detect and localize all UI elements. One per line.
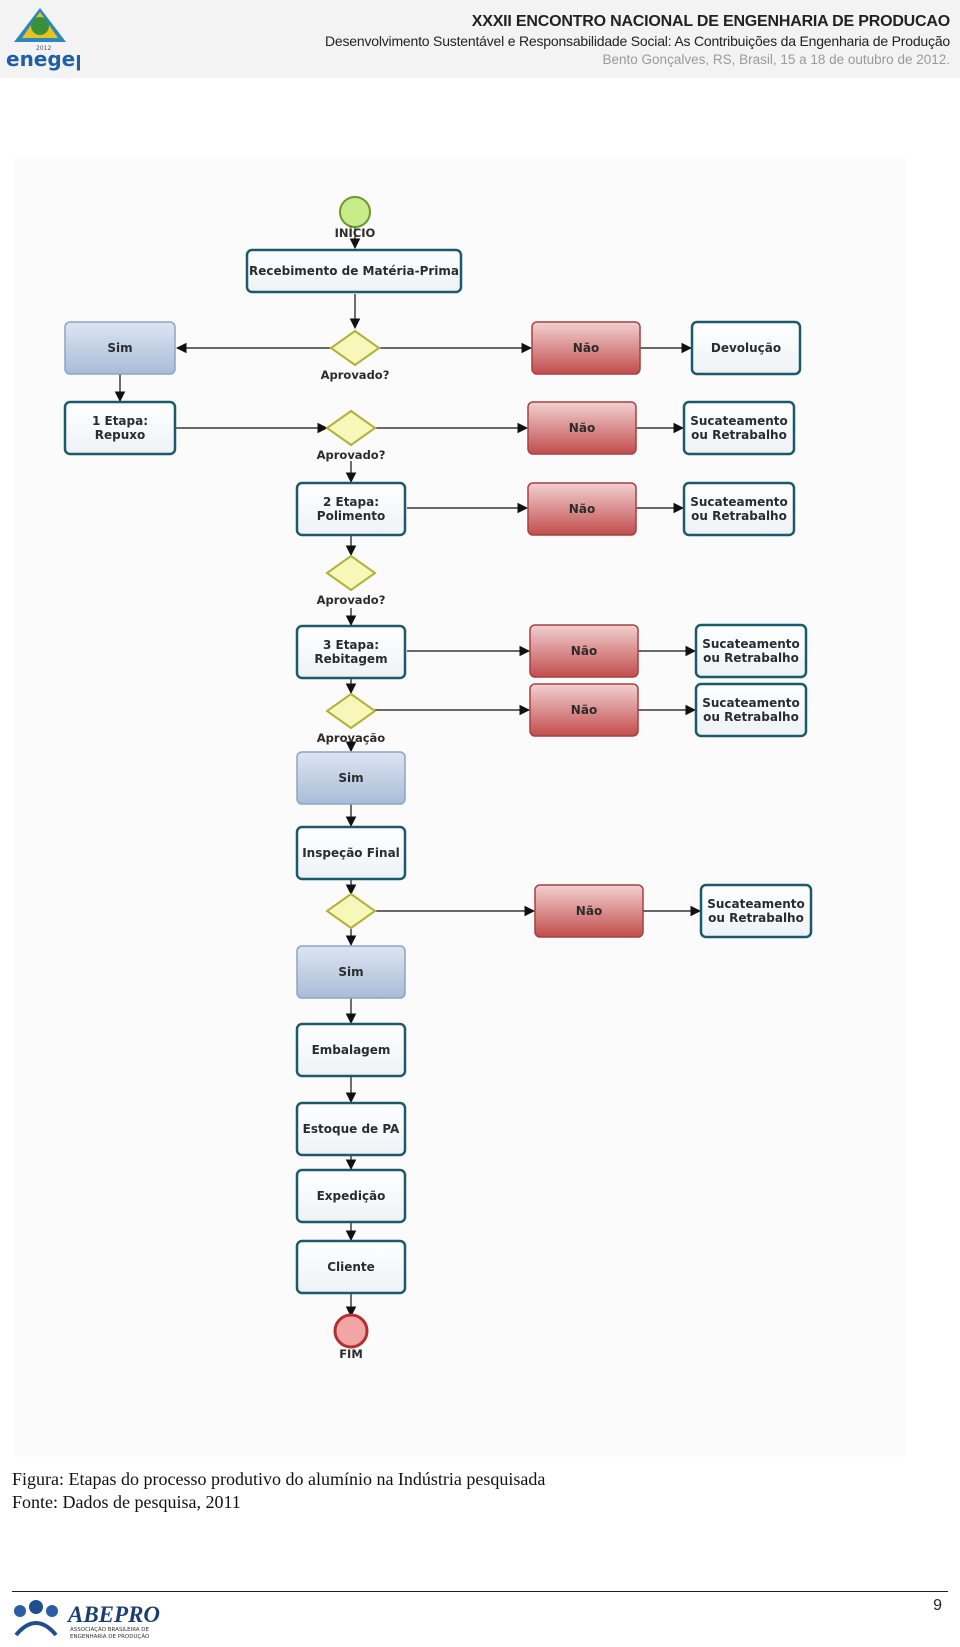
decision-3-label: Aprovado? <box>317 593 386 607</box>
flowchart-figure: INÍCIO Recebimento de Matéria-Prima Apro… <box>15 157 905 1457</box>
abepro-logo: ABEPRO ASSOCIAÇÃO BRASILEIRA DE ENGENHAR… <box>14 1600 160 1640</box>
decision-4-label: Aprovação <box>317 731 386 745</box>
node-nao-6 <box>534 884 644 938</box>
node-shipping-label: Expedição <box>317 1189 386 1203</box>
abepro-wordmark: ABEPRO <box>66 1602 160 1627</box>
node-sim-2 <box>296 751 406 805</box>
node-nao-1 <box>531 321 641 375</box>
flowchart-canvas: INÍCIO Recebimento de Matéria-Prima Apro… <box>63 196 813 1361</box>
end-event <box>333 1313 369 1349</box>
node-shipping <box>295 1168 407 1224</box>
node-nao-5 <box>529 683 639 737</box>
logo-year: 2012 <box>36 45 51 52</box>
abepro-sub-1: ASSOCIAÇÃO BRASILEIRA DE <box>70 1626 150 1633</box>
node-sim-2-label: Sim <box>338 771 363 785</box>
node-nao-3-label: Não <box>569 502 595 516</box>
logo-dot-shape <box>14 1605 26 1617</box>
node-sucata-1-label-b: ou Retrabalho <box>691 428 787 442</box>
node-receive <box>245 248 463 294</box>
decision-5 <box>325 892 377 930</box>
node-nao-2 <box>527 401 637 455</box>
node-sim-3-label: Sim <box>338 965 363 979</box>
node-sim-3 <box>296 945 406 999</box>
node-stock <box>295 1101 407 1157</box>
node-nao-5-label: Não <box>571 703 597 717</box>
logo-arc-shape <box>14 1621 58 1637</box>
node-stage-3-label-a: 3 Etapa: <box>323 638 379 652</box>
node-sucata-3 <box>694 623 808 679</box>
node-sim-1 <box>64 321 176 375</box>
logo-globe-shape <box>31 17 49 35</box>
figure-caption: Figura: Etapas do processo produtivo do … <box>12 1468 545 1514</box>
node-stage-1-label-a: 1 Etapa: <box>92 414 148 428</box>
node-sucata-5-label-a: Sucateamento <box>707 897 805 911</box>
node-sucata-3-label-b: ou Retrabalho <box>703 651 799 665</box>
node-nao-6-label: Não <box>576 904 602 918</box>
node-packaging-label: Embalagem <box>312 1043 391 1057</box>
footer-rule <box>12 1591 948 1592</box>
caption-figure: Figura: Etapas do processo produtivo do … <box>12 1469 546 1489</box>
logo-dot-shape <box>29 1600 43 1614</box>
conference-place: Bento Gonçalves, RS, Brasil, 15 a 18 de … <box>602 52 950 67</box>
decision-3 <box>325 554 377 592</box>
conference-subtitle: Desenvolvimento Sustentável e Responsabi… <box>324 33 950 49</box>
node-devolucao-label: Devolução <box>711 341 781 355</box>
node-client <box>295 1239 407 1295</box>
page-number: 9 <box>933 1597 942 1614</box>
node-sim-1-label: Sim <box>107 341 132 355</box>
logo-wordmark: enegep <box>6 47 80 71</box>
node-sucata-5 <box>699 883 813 939</box>
node-sucata-4 <box>694 682 808 738</box>
enegep-logo: 2012 enegep <box>6 8 80 71</box>
logo-dot-shape <box>46 1605 58 1617</box>
node-nao-4-label: Não <box>571 644 597 658</box>
caption-source: Fonte: Dados de pesquisa, 2011 <box>12 1492 241 1512</box>
node-stage-2-label-b: Polimento <box>317 509 385 523</box>
node-stage-1-label-b: Repuxo <box>95 428 146 442</box>
node-nao-1-label: Não <box>573 341 599 355</box>
node-sucata-2-label-b: ou Retrabalho <box>691 509 787 523</box>
node-sucata-1 <box>682 400 796 456</box>
connectors <box>114 227 702 1318</box>
page-header: 2012 enegep XXXII ENCONTRO NACIONAL DE E… <box>0 0 960 78</box>
node-sucata-3-label-a: Sucateamento <box>702 637 800 651</box>
node-stage-3-label-b: Rebitagem <box>314 652 387 666</box>
node-inspection <box>295 825 407 881</box>
decision-4 <box>325 692 377 730</box>
node-sucata-1-label-a: Sucateamento <box>690 414 788 428</box>
end-label: FIM <box>339 1347 363 1361</box>
node-sucata-4-label-b: ou Retrabalho <box>703 710 799 724</box>
header-text-block: XXXII ENCONTRO NACIONAL DE ENGENHARIA DE… <box>325 12 950 69</box>
decision-2 <box>325 409 377 447</box>
conference-title: XXXII ENCONTRO NACIONAL DE ENGENHARIA DE… <box>471 13 950 30</box>
node-receive-label: Recebimento de Matéria-Prima <box>249 264 459 278</box>
node-client-label: Cliente <box>327 1260 375 1274</box>
node-stage-3 <box>295 624 407 680</box>
node-devolucao <box>690 320 802 376</box>
decision-1 <box>329 329 381 367</box>
start-label: INÍCIO <box>335 225 376 240</box>
start-event <box>339 196 371 228</box>
decision-1-label: Aprovado? <box>321 368 390 382</box>
node-nao-3 <box>527 482 637 536</box>
node-packaging <box>295 1022 407 1078</box>
node-inspection-label: Inspeção Final <box>302 846 400 860</box>
node-stage-2-label-a: 2 Etapa: <box>323 495 379 509</box>
node-sucata-2-label-a: Sucateamento <box>690 495 788 509</box>
node-stage-2 <box>295 481 407 537</box>
node-sucata-5-label-b: ou Retrabalho <box>708 911 804 925</box>
node-sucata-2 <box>682 481 796 537</box>
node-nao-4 <box>529 624 639 678</box>
node-stock-label: Estoque de PA <box>303 1122 400 1136</box>
abepro-sub-2: ENGENHARIA DE PRODUÇÃO <box>70 1633 150 1640</box>
node-stage-1 <box>63 400 177 456</box>
node-sucata-4-label-a: Sucateamento <box>702 696 800 710</box>
decision-2-label: Aprovado? <box>317 448 386 462</box>
node-nao-2-label: Não <box>569 421 595 435</box>
